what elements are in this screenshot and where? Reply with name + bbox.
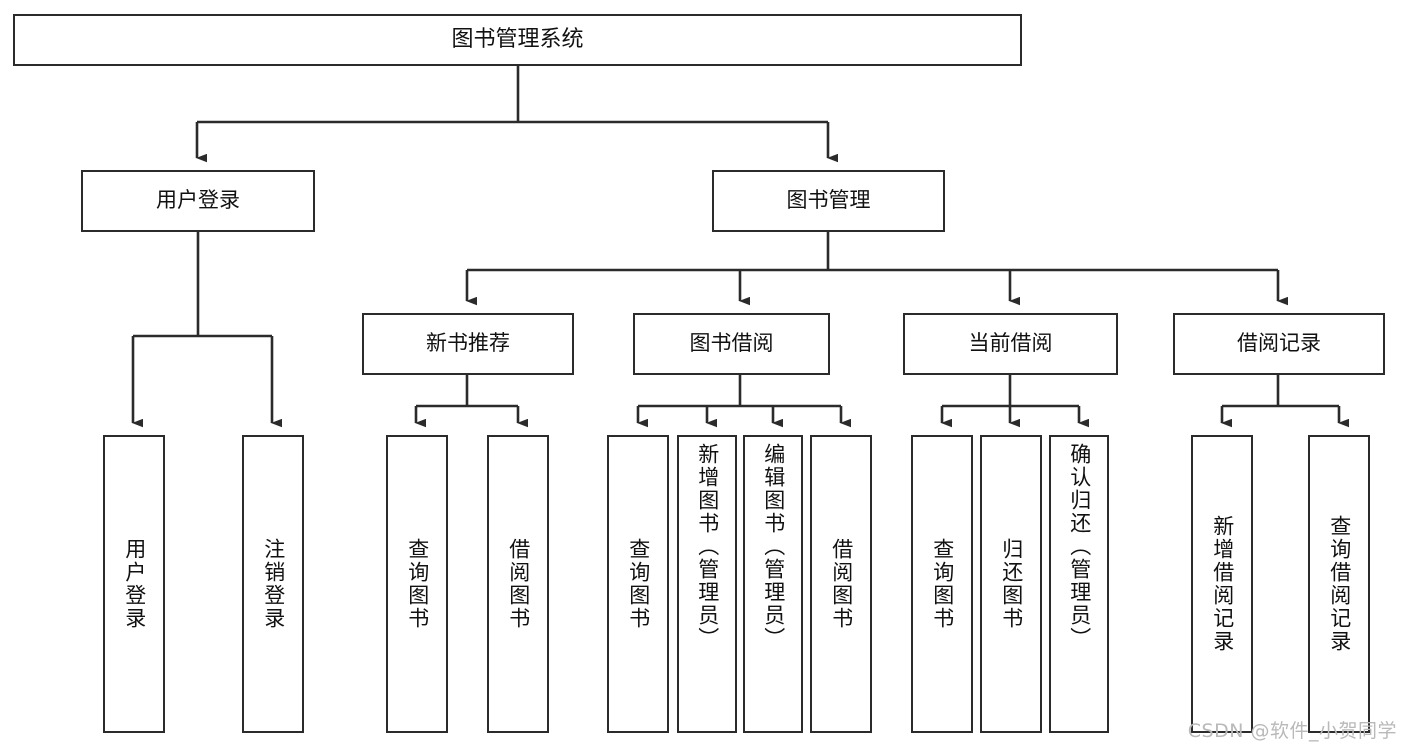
leaf-current-query-book[interactable]: 查询图书 <box>911 435 973 733</box>
leaf-label: 编辑图书（管理员） <box>761 443 786 650</box>
leaf-user-login-login[interactable]: 用户登录 <box>103 435 165 733</box>
leaf-label: 注销登录 <box>261 538 286 630</box>
leaf-recommend-query-book[interactable]: 查询图书 <box>386 435 448 733</box>
leaf-record-add-record[interactable]: 新增借阅记录 <box>1191 435 1253 733</box>
leaf-label: 归还图书 <box>999 538 1024 630</box>
node-user-login[interactable]: 用户登录 <box>81 170 315 232</box>
leaf-label: 用户登录 <box>122 538 147 630</box>
leaf-borrow-edit-book-admin[interactable]: 编辑图书（管理员） <box>743 435 803 733</box>
leaf-label: 查询借阅记录 <box>1327 515 1352 653</box>
leaf-user-login-logout[interactable]: 注销登录 <box>242 435 304 733</box>
leaf-label: 新增借阅记录 <box>1210 515 1235 653</box>
node-current-borrow-label: 当前借阅 <box>968 331 1053 356</box>
node-new-book-recommend[interactable]: 新书推荐 <box>362 313 574 375</box>
node-root-label: 图书管理系统 <box>451 26 584 52</box>
watermark: CSDN @软件_小贺同学 <box>1187 720 1397 742</box>
leaf-borrow-borrow-book[interactable]: 借阅图书 <box>810 435 872 733</box>
leaf-label: 查询图书 <box>405 538 430 630</box>
leaf-current-return-book[interactable]: 归还图书 <box>980 435 1042 733</box>
leaf-current-confirm-return-admin[interactable]: 确认归还（管理员） <box>1049 435 1109 733</box>
leaf-label: 确认归还（管理员） <box>1067 443 1092 650</box>
node-book-management-label: 图书管理 <box>786 188 871 213</box>
node-user-login-label: 用户登录 <box>156 188 240 213</box>
node-book-borrow[interactable]: 图书借阅 <box>633 313 830 375</box>
leaf-label: 查询图书 <box>626 538 651 630</box>
leaf-borrow-query-book[interactable]: 查询图书 <box>607 435 669 733</box>
leaf-record-query-record[interactable]: 查询借阅记录 <box>1308 435 1370 733</box>
leaf-label: 借阅图书 <box>829 538 854 630</box>
leaf-label: 新增图书（管理员） <box>695 443 720 650</box>
node-root[interactable]: 图书管理系统 <box>13 14 1022 66</box>
leaf-borrow-add-book-admin[interactable]: 新增图书（管理员） <box>677 435 737 733</box>
leaf-recommend-borrow-book[interactable]: 借阅图书 <box>487 435 549 733</box>
node-current-borrow[interactable]: 当前借阅 <box>903 313 1118 375</box>
node-borrow-record[interactable]: 借阅记录 <box>1173 313 1385 375</box>
node-borrow-record-label: 借阅记录 <box>1237 331 1321 356</box>
node-book-management[interactable]: 图书管理 <box>712 170 945 232</box>
node-new-book-recommend-label: 新书推荐 <box>426 331 510 356</box>
node-book-borrow-label: 图书借阅 <box>689 331 774 356</box>
leaf-label: 借阅图书 <box>506 538 531 630</box>
leaf-label: 查询图书 <box>930 538 955 630</box>
